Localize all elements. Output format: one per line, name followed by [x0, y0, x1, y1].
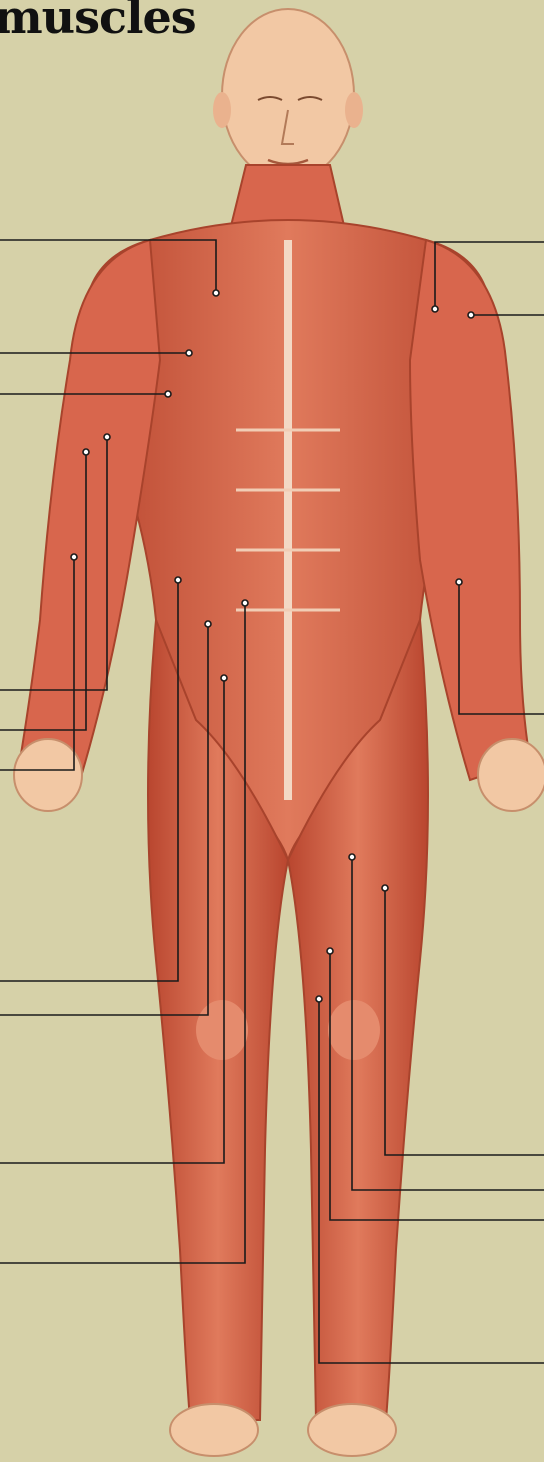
head: [213, 9, 363, 181]
label-point: [456, 579, 462, 585]
label-point: [242, 600, 248, 606]
label-point: [165, 391, 171, 397]
label-point: [71, 554, 77, 560]
label-point: [432, 306, 438, 312]
label-point: [468, 312, 474, 318]
right-foot: [308, 1404, 396, 1456]
label-point: [316, 996, 322, 1002]
label-point: [327, 948, 333, 954]
right-hand: [478, 739, 544, 811]
label-point: [186, 350, 192, 356]
label-point: [213, 290, 219, 296]
label-point: [175, 577, 181, 583]
label-point: [104, 434, 110, 440]
label-point: [205, 621, 211, 627]
left-foot: [170, 1404, 258, 1456]
label-point: [382, 885, 388, 891]
right-arm: [410, 240, 530, 780]
left-arm: [20, 240, 160, 780]
label-point: [221, 675, 227, 681]
label-point: [349, 854, 355, 860]
label-point: [83, 449, 89, 455]
left-hand: [14, 739, 82, 811]
